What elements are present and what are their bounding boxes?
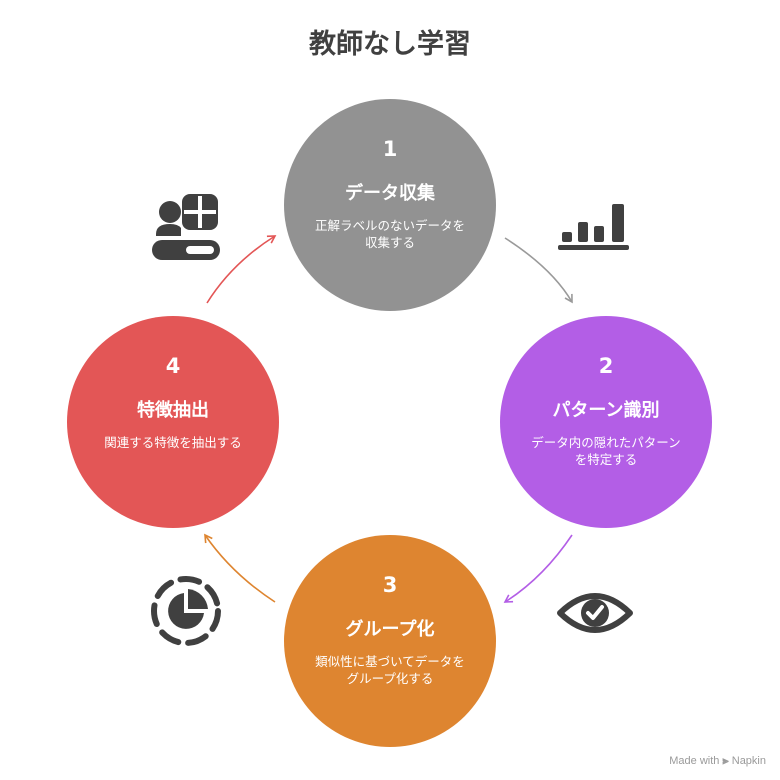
step-description: 正解ラベルのないデータを収集する (314, 218, 465, 250)
step-node-group: 3 グループ化 類似性に基づいてデータをグループ化する (284, 535, 496, 747)
footer-credit: Made with ⫸ Napkin (669, 755, 766, 768)
step-node-extract: 4 特徴抽出 関連する特徴を抽出する (67, 316, 279, 528)
step-node-identify: 2 パターン識別 データ内の隠れたパターンを特定する (500, 316, 712, 528)
step-number: 2 (598, 354, 614, 378)
step-description: 関連する特徴を抽出する (104, 435, 242, 450)
napkin-logo-icon: ⫸ (722, 755, 729, 767)
step-description: 類似性に基づいてデータをグループ化する (315, 654, 465, 686)
arrow-identify-to-group (503, 534, 573, 603)
arrow-collect-to-identify (504, 237, 573, 304)
step-title: パターン識別 (552, 400, 660, 421)
made-with-text: Made with (669, 755, 720, 767)
arrow-group-to-extract (204, 533, 276, 603)
eye-check-icon (557, 593, 633, 633)
step-number: 1 (382, 137, 398, 161)
step-description: データ内の隠れたパターンを特定する (531, 435, 681, 467)
step-title: データ収集 (345, 183, 435, 204)
user-grid-icon (152, 194, 220, 260)
step-number: 3 (382, 573, 398, 597)
dashed-pie-chart-icon (151, 576, 221, 646)
page-title: 教師なし学習 (309, 29, 471, 60)
arrow-extract-to-collect (206, 235, 277, 304)
brand-text: Napkin (731, 755, 766, 767)
step-title: グループ化 (345, 619, 435, 640)
step-node-collect: 1 データ収集 正解ラベルのないデータを収集する (284, 99, 496, 311)
step-number: 4 (165, 354, 181, 378)
bar-chart-icon (558, 204, 629, 250)
step-title: 特徴抽出 (137, 400, 209, 421)
